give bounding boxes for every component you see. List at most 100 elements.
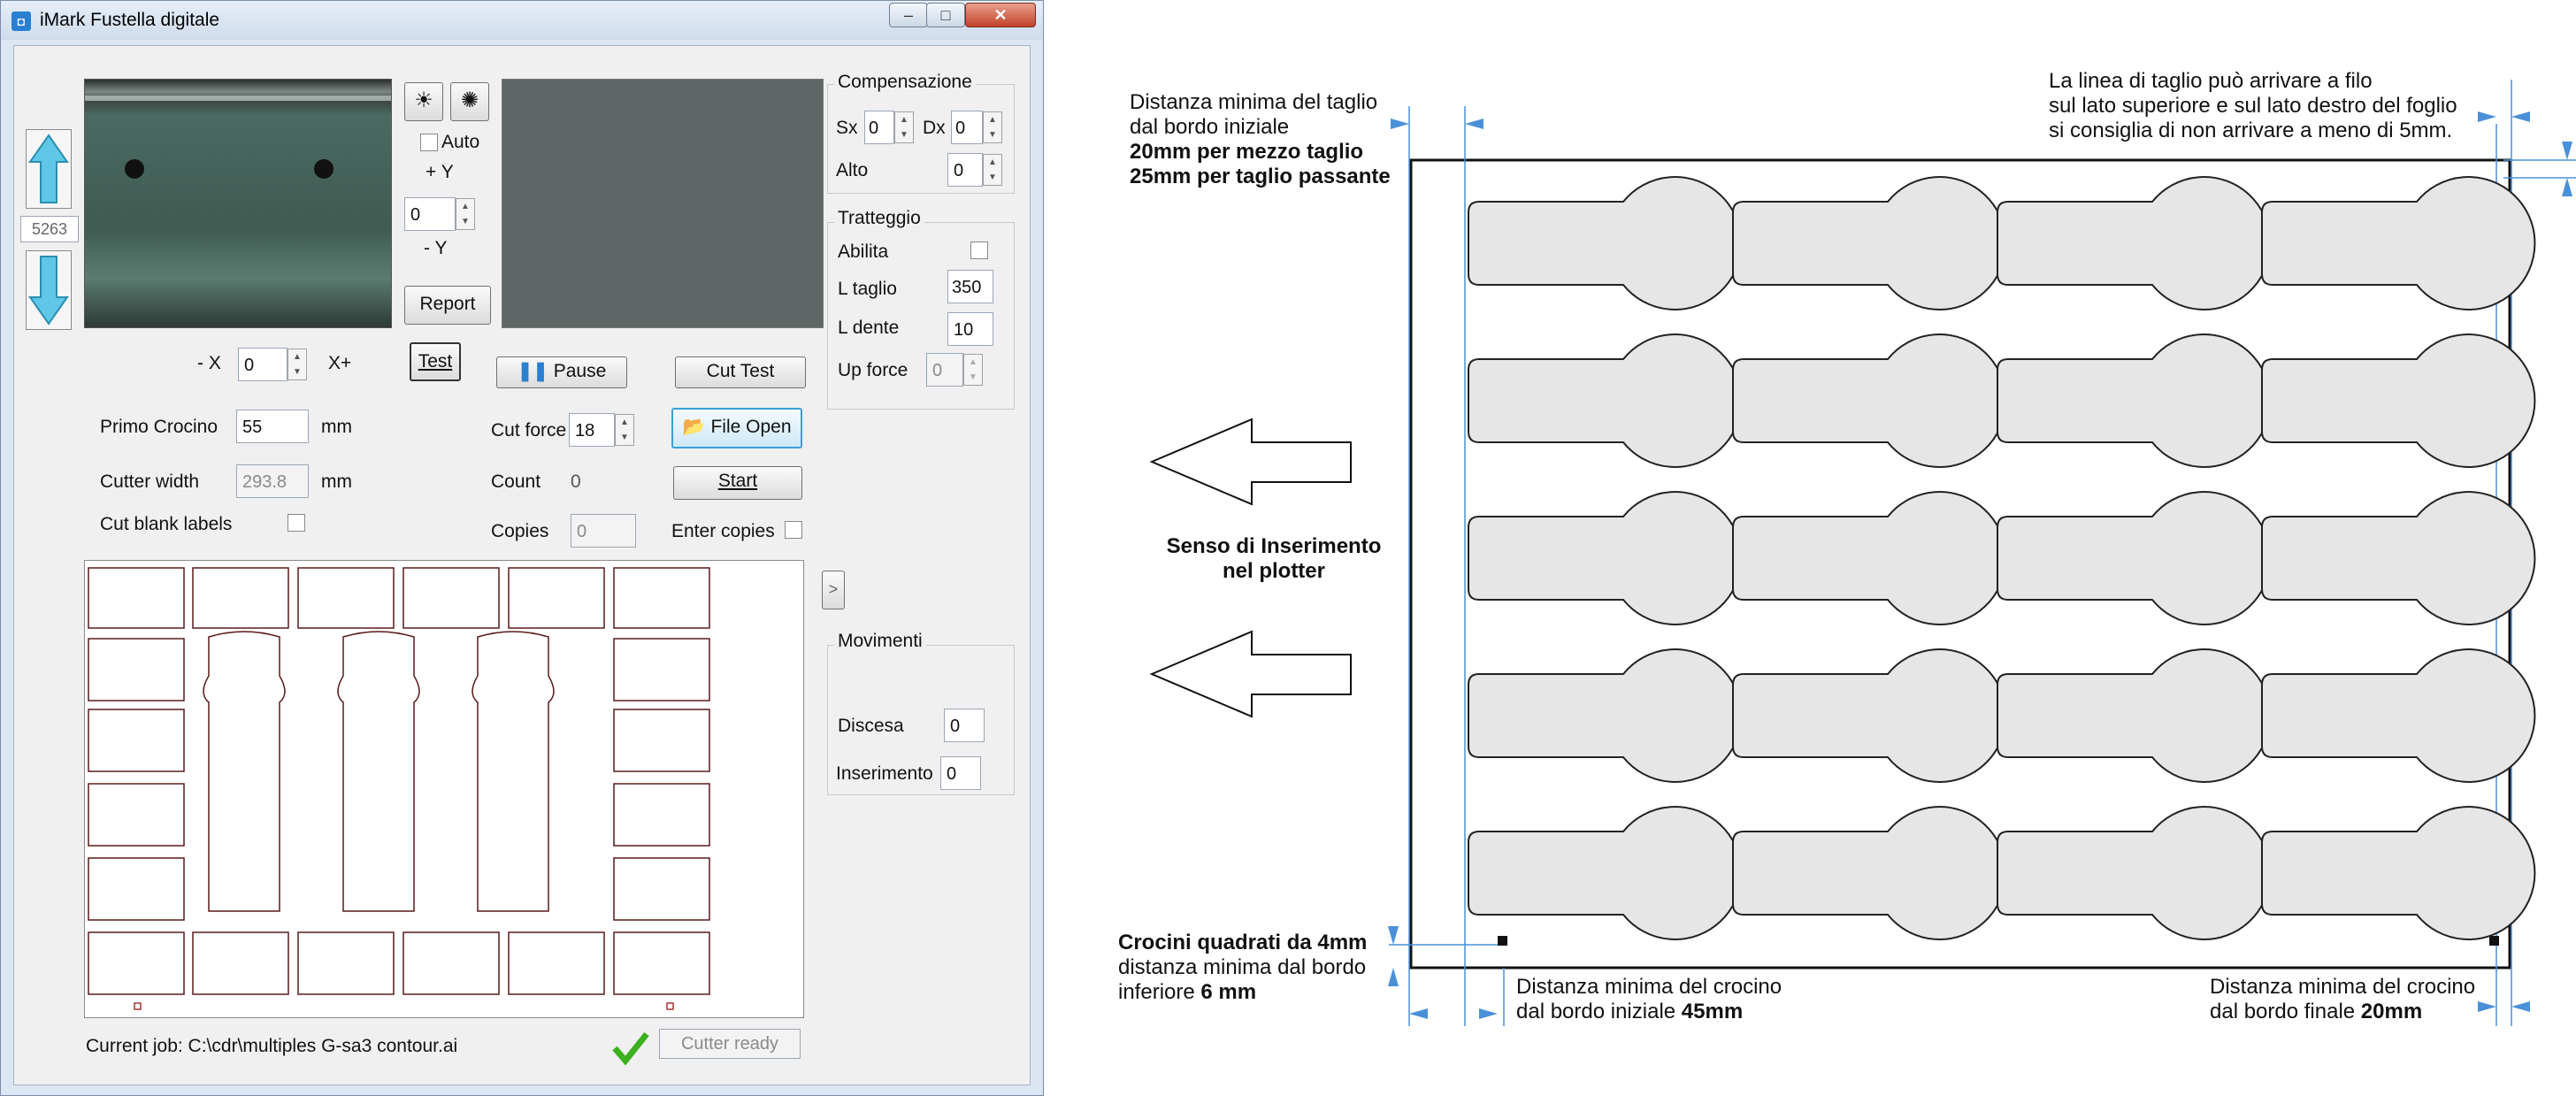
copies-label: Copies bbox=[491, 521, 549, 541]
dx-label: Dx bbox=[923, 118, 946, 138]
primo-crocino-input[interactable]: 55 bbox=[236, 410, 309, 443]
start-button[interactable]: Start bbox=[673, 466, 802, 500]
job-preview bbox=[84, 560, 804, 1018]
compensazione-title: Compensazione bbox=[834, 72, 976, 93]
minimize-button[interactable]: – bbox=[889, 3, 928, 27]
inserimento-input[interactable]: 0 bbox=[940, 756, 981, 790]
plus-x-label: X+ bbox=[328, 353, 352, 373]
up-force-stepper[interactable]: ▲▼ bbox=[963, 354, 983, 386]
abilita-checkbox[interactable] bbox=[970, 241, 988, 259]
label-shape bbox=[1997, 176, 2272, 310]
cutter-width-input[interactable]: 293.8 bbox=[236, 464, 309, 498]
window-title: iMark Fustella digitale bbox=[40, 10, 220, 30]
camera-image bbox=[85, 96, 391, 179]
cutter-width-unit: mm bbox=[321, 471, 352, 492]
brightness-down-button[interactable]: ☀ bbox=[404, 82, 443, 121]
sx-input[interactable]: 0 bbox=[864, 111, 894, 144]
note-top-right-line1: La linea di taglio può arrivare a filo bbox=[2049, 69, 2373, 93]
insertion-line2: nel plotter bbox=[1222, 559, 1325, 583]
dx-stepper[interactable]: ▲▼ bbox=[983, 111, 1002, 143]
label-shape bbox=[1468, 491, 1743, 625]
file-open-label: File Open bbox=[710, 417, 792, 437]
label-shape bbox=[2261, 176, 2536, 310]
alto-stepper[interactable]: ▲▼ bbox=[983, 154, 1002, 186]
cut-force-input[interactable]: 18 bbox=[569, 413, 615, 447]
dx-input[interactable]: 0 bbox=[951, 111, 983, 144]
label-shape bbox=[1732, 176, 2007, 310]
position-counter: 5263 bbox=[20, 216, 79, 242]
note-top-right-line2: sul lato superiore e sul lato destro del… bbox=[2049, 94, 2457, 118]
insertion-direction-note: Senso di Inserimento nel plotter bbox=[1141, 534, 1407, 584]
enter-copies-label: Enter copies bbox=[671, 521, 775, 541]
note-bottom-right-value: 20mm bbox=[2360, 1000, 2423, 1023]
x-offset-stepper[interactable]: ▲▼ bbox=[288, 349, 307, 380]
file-open-button[interactable]: 📂 File Open bbox=[671, 408, 802, 448]
movimenti-title: Movimenti bbox=[834, 631, 926, 652]
move-down-button[interactable] bbox=[26, 250, 72, 330]
discesa-input[interactable]: 0 bbox=[944, 709, 985, 742]
auto-label: Auto bbox=[441, 132, 480, 152]
close-button[interactable]: ✕ bbox=[965, 3, 1036, 27]
maximize-button[interactable]: □ bbox=[926, 3, 965, 27]
alto-input[interactable]: 0 bbox=[947, 153, 983, 187]
folder-icon: 📂 bbox=[682, 417, 706, 437]
report-button[interactable]: Report bbox=[404, 286, 491, 325]
cutter-ready-status: Cutter ready bbox=[659, 1029, 801, 1059]
alto-label: Alto bbox=[836, 160, 869, 180]
auto-checkbox[interactable] bbox=[420, 134, 438, 151]
x-offset-input[interactable]: 0 bbox=[238, 348, 288, 381]
y-offset-input[interactable]: 0 bbox=[404, 197, 456, 231]
discesa-label: Discesa bbox=[838, 716, 904, 736]
camera-view bbox=[84, 79, 392, 328]
label-shape bbox=[1997, 806, 2272, 940]
up-force-input[interactable]: 0 bbox=[926, 353, 963, 387]
note-bottom-left-line2: distanza minima dal bordo bbox=[1118, 955, 1367, 979]
cut-force-stepper[interactable]: ▲▼ bbox=[615, 414, 634, 446]
label-shape bbox=[1732, 806, 2007, 940]
app-window: ◘ iMark Fustella digitale – □ ✕ 5263 ☀ ✺… bbox=[0, 0, 1044, 1096]
note-bottom-mid-line1: Distanza minima del crocino bbox=[1516, 975, 1782, 999]
note-top-left: Distanza minima del taglio dal bordo ini… bbox=[1130, 90, 1391, 189]
tratteggio-title: Tratteggio bbox=[834, 208, 924, 229]
sun-gear-icon: ✺ bbox=[460, 88, 479, 112]
sx-stepper[interactable]: ▲▼ bbox=[894, 111, 914, 143]
note-bottom-left-value: 6 mm bbox=[1200, 980, 1257, 1004]
note-top-right: La linea di taglio può arrivare a filo s… bbox=[2049, 69, 2457, 143]
l-taglio-input[interactable]: 350 bbox=[947, 270, 993, 303]
job-layout-drawing bbox=[88, 567, 710, 1010]
expand-panel-button[interactable]: > bbox=[822, 571, 845, 609]
label-shape bbox=[1732, 333, 2007, 468]
minus-y-label: - Y bbox=[424, 238, 448, 258]
copies-input[interactable]: 0 bbox=[571, 514, 636, 548]
l-dente-input[interactable]: 10 bbox=[947, 312, 993, 346]
cutting-guide-diagram: Distanza minima del taglio dal bordo ini… bbox=[1088, 0, 2576, 1096]
minus-x-label: - X bbox=[197, 353, 221, 373]
label-shape bbox=[1468, 806, 1743, 940]
up-force-label: Up force bbox=[838, 360, 908, 380]
note-bottom-right: Distanza minima del crocino dal bordo fi… bbox=[2210, 975, 2475, 1024]
current-job-text: Current job: C:\cdr\multiples G-sa3 cont… bbox=[86, 1036, 458, 1056]
label-shape bbox=[1997, 648, 2272, 783]
label-shape bbox=[1997, 333, 2272, 468]
y-offset-stepper[interactable]: ▲▼ bbox=[456, 198, 475, 230]
title-bar[interactable]: ◘ iMark Fustella digitale – □ ✕ bbox=[1, 1, 1043, 40]
label-shape bbox=[2261, 648, 2536, 783]
note-top-right-line3: si consiglia di non arrivare a meno di 5… bbox=[2049, 119, 2453, 142]
label-shape bbox=[1997, 491, 2272, 625]
inserimento-label: Inserimento bbox=[836, 763, 933, 784]
insertion-line1: Senso di Inserimento bbox=[1166, 534, 1382, 558]
label-shape bbox=[1732, 491, 2007, 625]
cut-test-button[interactable]: Cut Test bbox=[675, 356, 806, 388]
cut-blank-labels-checkbox[interactable] bbox=[288, 514, 305, 532]
l-dente-label: L dente bbox=[838, 318, 900, 338]
brightness-up-button[interactable]: ✺ bbox=[450, 82, 489, 121]
test-button[interactable]: Test bbox=[410, 342, 461, 381]
cutter-width-label: Cutter width bbox=[100, 471, 200, 492]
pause-button[interactable]: ❚❚ Pause bbox=[496, 356, 627, 388]
note-bottom-mid-value: 45mm bbox=[1681, 1000, 1744, 1023]
move-up-button[interactable] bbox=[26, 129, 72, 209]
enter-copies-checkbox[interactable] bbox=[785, 521, 802, 539]
sun-icon: ☀ bbox=[414, 88, 433, 112]
note-bottom-mid: Distanza minima del crocino dal bordo in… bbox=[1516, 975, 1782, 1024]
count-value: 0 bbox=[571, 471, 581, 492]
